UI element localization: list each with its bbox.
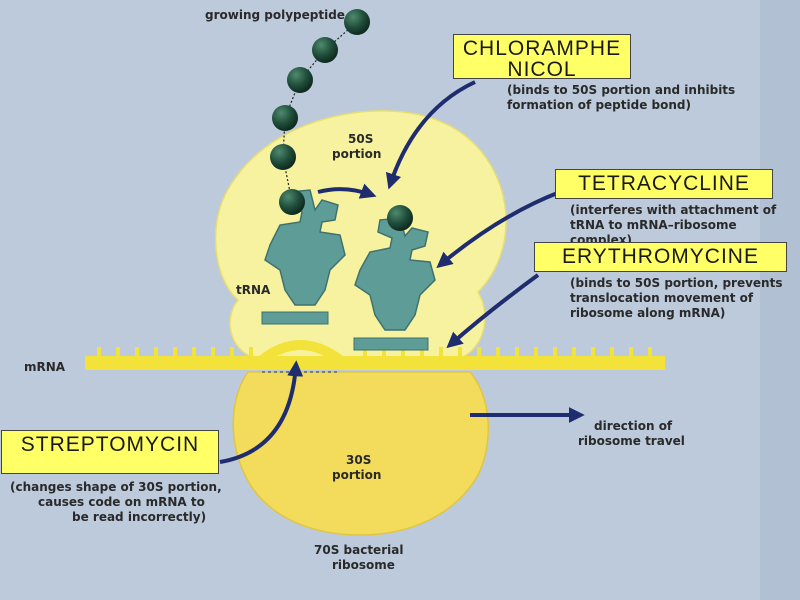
codon-tooth <box>97 347 101 357</box>
codon-tooth <box>192 347 196 357</box>
amino-acid <box>272 105 298 131</box>
tetracycline-arrow <box>436 190 561 269</box>
codon-tooth <box>116 347 120 357</box>
peptide-transfer-arrow <box>317 183 377 199</box>
codon-tooth <box>363 347 367 357</box>
chloramphenicol-arrow <box>385 80 476 190</box>
streptomycin-desc-line1: (changes shape of 30S portion, <box>10 480 222 494</box>
label-mrna: mRNA <box>24 360 66 374</box>
streptomycin-desc-line2: causes code on mRNA to <box>38 495 205 509</box>
codon-tooth <box>173 347 177 357</box>
codon-tooth <box>458 347 462 357</box>
codon-tooth <box>610 347 614 357</box>
label-trna: tRNA <box>236 283 271 297</box>
codon-tooth <box>477 347 481 357</box>
codon-tooth <box>591 347 595 357</box>
codon-tooth <box>515 347 519 357</box>
codon-tooth <box>401 347 405 357</box>
amino-acid <box>279 189 305 215</box>
amino-acid <box>287 67 313 93</box>
amino-acid <box>312 37 338 63</box>
codon-tooth <box>420 347 424 357</box>
codon-tooth <box>154 347 158 357</box>
right-page-panel <box>760 0 800 600</box>
codon-tooth <box>382 347 386 357</box>
codon-tooth <box>249 347 253 357</box>
label-direction-line1: direction of <box>594 419 673 433</box>
codon-tooth <box>211 347 215 357</box>
codon-tooth <box>135 347 139 357</box>
codon-tooth <box>230 347 234 357</box>
streptomycin-label: STREPTOMYCIN <box>1 430 219 474</box>
codon-tooth <box>496 347 500 357</box>
codon-tooth <box>629 347 633 357</box>
50s-subunit <box>214 110 507 361</box>
streptomycin-desc-line3: be read incorrectly) <box>72 510 207 524</box>
label-direction-line2: ribosome travel <box>578 434 685 448</box>
codon-tooth <box>553 347 557 357</box>
label-ribosome-line2: ribosome <box>332 558 395 572</box>
erythromycine-desc-line1: (binds to 50S portion, prevents <box>570 276 783 290</box>
30s-subunit <box>232 371 489 536</box>
label-growing-polypeptide: growing polypeptide <box>205 8 345 22</box>
trna-right <box>354 217 436 331</box>
erythromycine-arrow <box>446 273 540 349</box>
erythromycine-desc-line2: translocation movement of <box>570 291 754 305</box>
chloramphenicol-desc-line2: formation of peptide bond) <box>507 98 691 112</box>
tetracycline-desc-line1: (interferes with attachment of <box>570 203 777 217</box>
label-30s-line2: portion <box>332 468 382 482</box>
polypeptide-chain <box>270 9 413 231</box>
tetracycline-label: TETRACYCLINE <box>555 169 773 199</box>
erythromycine-label: ERYTHROMYCINE <box>534 242 787 272</box>
codon-tooth <box>648 347 652 357</box>
erythromycine-desc-line3: ribosome along mRNA) <box>570 306 726 320</box>
streptomycin-arrow <box>219 360 304 464</box>
label-50s-line2: portion <box>332 147 382 161</box>
label-30s-line1: 30S <box>346 453 372 467</box>
amino-acid <box>344 9 370 35</box>
mrna-bulge <box>258 340 343 365</box>
amino-acid <box>270 144 296 170</box>
chloramphenicol-label: CHLORAMPHENICOL <box>453 34 631 80</box>
label-ribosome-line1: 70S bacterial <box>314 543 404 557</box>
label-50s-line1: 50S <box>348 132 374 146</box>
codon-tooth <box>439 347 443 357</box>
chloramphenicol-desc-line1: (binds to 50S portion and inhibits <box>507 83 736 97</box>
codon-tooth <box>572 347 576 357</box>
codon-tooth <box>534 347 538 357</box>
amino-acid <box>387 205 413 231</box>
